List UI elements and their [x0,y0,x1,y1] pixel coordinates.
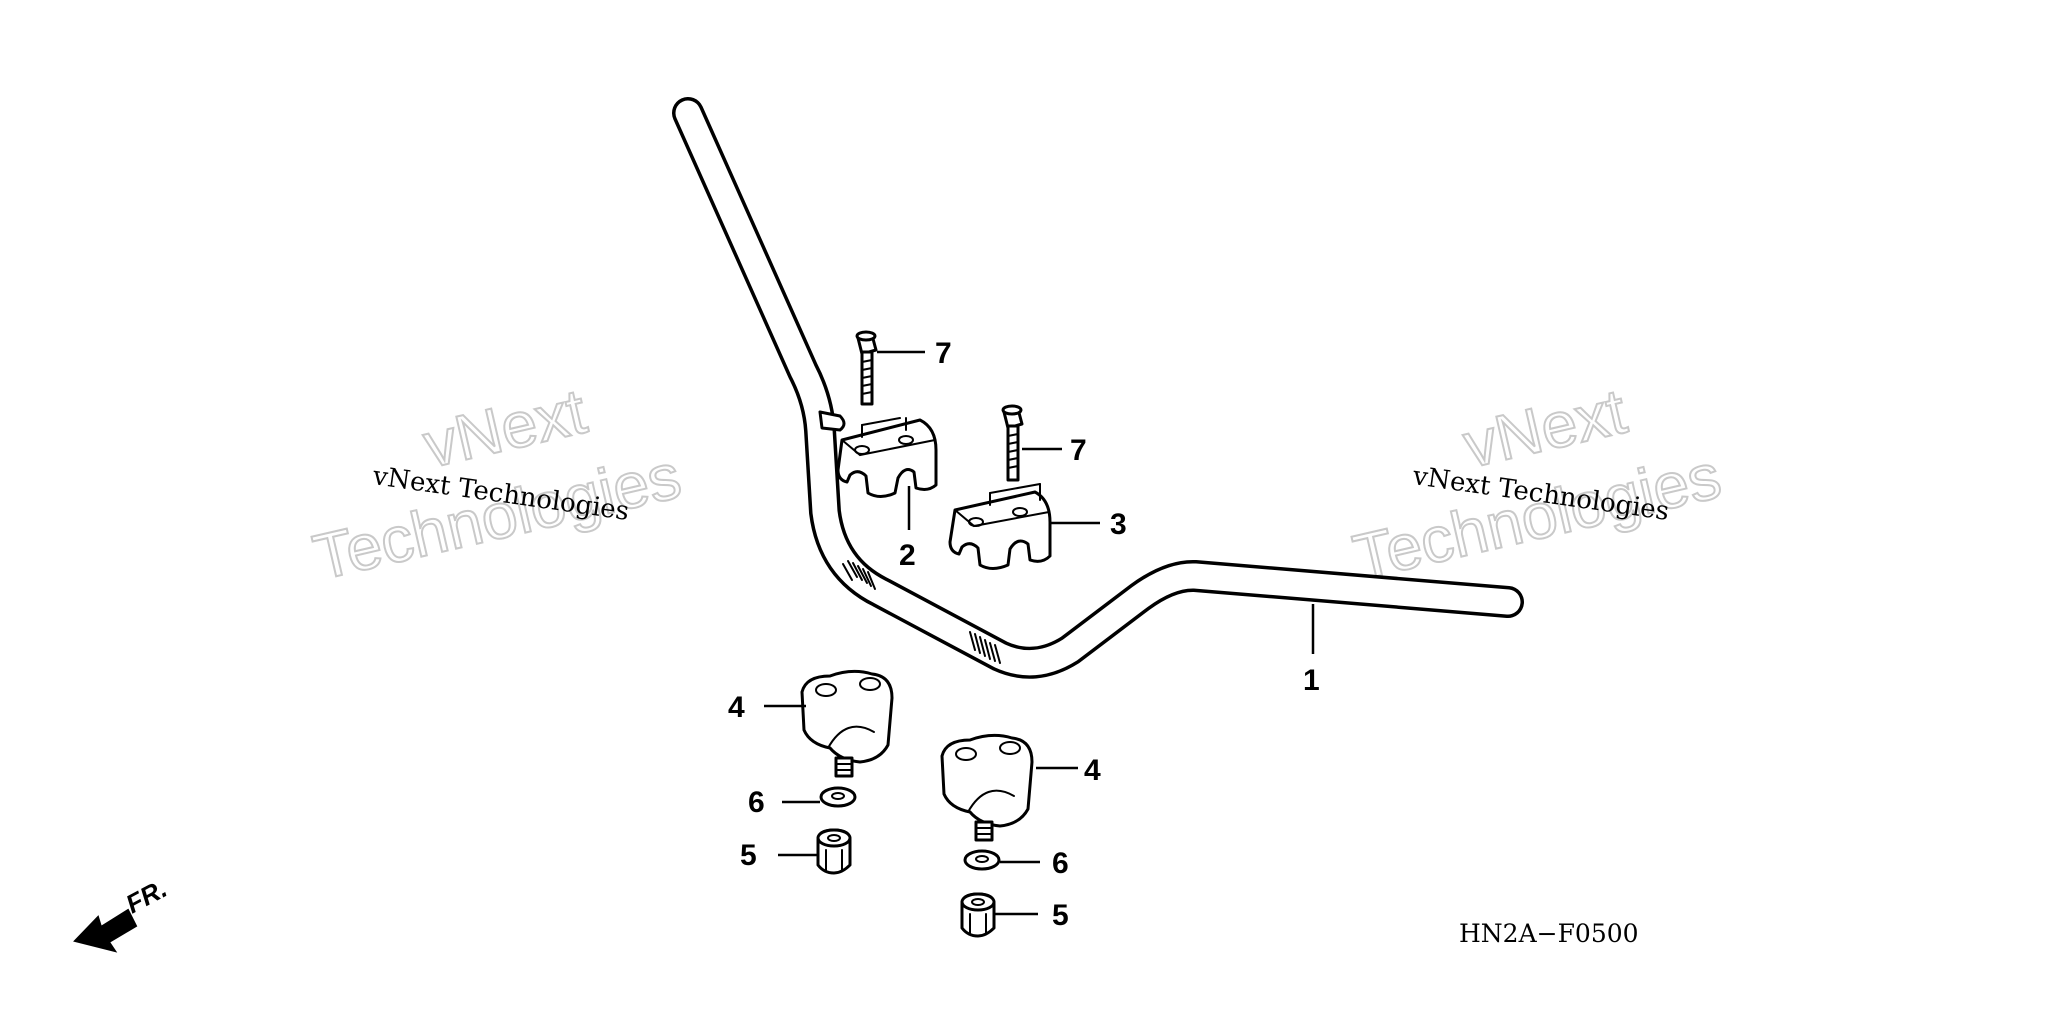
lower-holder-left [800,669,894,778]
knurl-band-right [969,631,1001,664]
callout-4-left: 4 [728,691,745,724]
leader-lines [764,350,1315,916]
nut-left [816,828,852,875]
callout-4-right: 4 [1084,754,1101,787]
upper-holder-left [836,417,938,498]
front-direction-indicator: FR. [73,873,172,953]
lower-holder-right [940,733,1034,842]
washer-right [963,849,1001,871]
front-arrow-icon [73,908,138,953]
handlebar-tab [818,410,846,432]
callout-1: 1 [1303,664,1320,697]
knurl-band-left [842,560,876,590]
bolt-right [1001,404,1024,482]
watermark-left: vNext Technologies vNext Technologies [306,374,688,595]
washer-left [819,786,857,808]
callout-3: 3 [1110,508,1127,541]
upper-holder-right [948,483,1052,570]
callout-2: 2 [899,539,916,572]
bolt-left [855,330,878,406]
callout-5-right: 5 [1052,899,1069,932]
callout-7-top: 7 [935,337,952,370]
handlebar [672,97,1524,679]
callout-6-right: 6 [1052,847,1069,880]
callout-7-middle: 7 [1070,434,1087,467]
callouts: 1 2 3 4 4 5 5 6 6 7 7 [728,337,1320,932]
callout-5-left: 5 [740,839,757,872]
callout-6-left: 6 [748,786,765,819]
nut-right [960,892,996,938]
watermark-right: vNext Technologies vNext Technologies [1346,374,1728,595]
diagram-reference-code: HN2A−F0500 [1459,919,1639,948]
